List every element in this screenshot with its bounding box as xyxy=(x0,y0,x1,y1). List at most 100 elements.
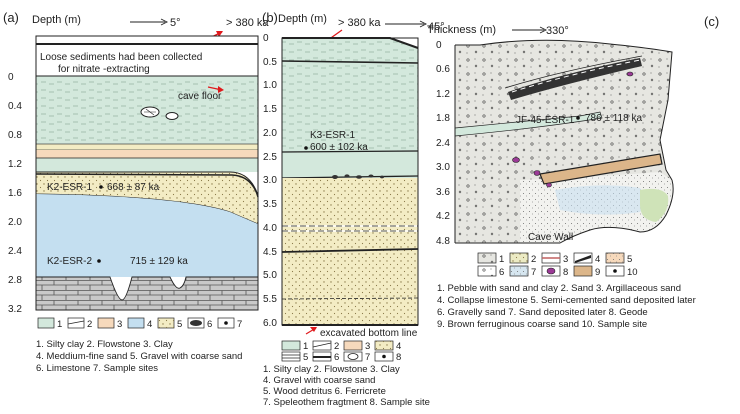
panel-a: (a) Depth (m) 5° > 380 ka Loose sediment… xyxy=(3,10,269,374)
b-tick-0: 0 xyxy=(263,33,269,44)
panel-c-legend: 1 2 3 4 5 6 7 8 9 10 xyxy=(477,252,638,278)
svg-text:6: 6 xyxy=(207,319,212,330)
panel-b: (b) Depth (m) > 380 ka 45° xyxy=(262,10,445,408)
a-tick-0.4: 0.4 xyxy=(8,101,22,112)
panel-a-age-top: > 380 ka xyxy=(226,17,269,29)
panel-b-caption-1: 1. Silty clay 2. Flowstone 3. Clay xyxy=(263,364,400,375)
excavated-bottom-line-label: excavated bottom line xyxy=(320,328,418,339)
svg-text:1: 1 xyxy=(499,254,504,265)
svg-text:5: 5 xyxy=(627,254,632,265)
a-tick-0: 0 xyxy=(8,72,14,83)
panel-c-outline xyxy=(455,39,673,181)
panel-a-caption-1: 1. Silty clay 2. Flowstone 3. Clay xyxy=(36,339,173,350)
panel-c-thickness-title: Thickness (m) xyxy=(427,24,496,36)
geode-3 xyxy=(626,71,634,77)
panel-c-thickness-axis: 0 0.6 1.2 1.8 2.4 3.0 3.6 4.2 4.8 xyxy=(436,40,450,247)
panel-a-clay-band xyxy=(36,150,258,158)
b-tick-6.0: 6.0 xyxy=(263,318,277,329)
svg-text:3: 3 xyxy=(365,341,370,352)
b-tick-3.0: 3.0 xyxy=(263,175,277,186)
svg-text:7: 7 xyxy=(531,267,536,278)
svg-text:4: 4 xyxy=(147,319,152,330)
b-tick-2.0: 2.0 xyxy=(263,128,277,139)
b-tick-1.0: 1.0 xyxy=(263,80,277,91)
panel-b-age-top: > 380 ka xyxy=(338,17,381,29)
c-tick-1.8: 1.8 xyxy=(436,113,450,124)
svg-text:9: 9 xyxy=(595,267,600,278)
svg-text:6: 6 xyxy=(499,267,504,278)
panel-c: Thickness (m) 330° (c) JF-45-ESR xyxy=(427,14,719,330)
a-tick-0.8: 0.8 xyxy=(8,130,22,141)
panel-a-note-box xyxy=(35,35,259,77)
panel-b-depth-title: Depth (m) xyxy=(278,13,327,25)
sample-k2-esr-2: K2-ESR-2 xyxy=(47,256,92,267)
svg-text:4: 4 xyxy=(595,254,600,265)
age-jf-45-esr-1: 786 ± 118 ka xyxy=(585,113,642,124)
sample-k2-esr-1-dot xyxy=(99,185,103,189)
panel-b-caption-2: 4. Gravel with coarse sand xyxy=(263,375,375,386)
panel-c-caption-3: 6. Gravelly sand 7. Sand deposited later… xyxy=(437,307,648,318)
svg-text:2: 2 xyxy=(531,254,536,265)
c-tick-3.0: 3.0 xyxy=(436,162,450,173)
b-tick-4.5: 4.5 xyxy=(263,247,277,258)
svg-text:4: 4 xyxy=(396,341,401,352)
b-tick-0.5: 0.5 xyxy=(263,57,277,68)
panel-b-caption-3: 5. Wood detritus 6. Ferricrete xyxy=(263,386,386,397)
panel-a-caption-3: 6. Limestone 7. Sample sites xyxy=(36,363,158,374)
panel-a-depth-title: Depth (m) xyxy=(32,14,81,26)
c-tick-4.8: 4.8 xyxy=(436,236,450,247)
c-tick-1.2: 1.2 xyxy=(436,89,450,100)
c-tick-0.6: 0.6 xyxy=(436,64,450,75)
svg-text:7: 7 xyxy=(237,319,242,330)
panel-a-label: (a) xyxy=(3,10,19,25)
a-tick-1.6: 1.6 xyxy=(8,188,22,199)
panel-c-orientation: 330° xyxy=(546,25,569,37)
panel-c-caption-1: 1. Pebble with sand and clay 2. Sand 3. … xyxy=(437,283,681,294)
panel-b-orientation: 45° xyxy=(428,21,445,33)
b-tick-4.0: 4.0 xyxy=(263,223,277,234)
b-tick-2.5: 2.5 xyxy=(263,152,277,163)
age-k3-esr-1: 600 ± 102 ka xyxy=(310,142,368,153)
b-tick-5.0: 5.0 xyxy=(263,270,277,281)
svg-text:10: 10 xyxy=(627,267,638,278)
panel-a-orientation-arrow xyxy=(130,18,169,26)
c-tick-4.2: 4.2 xyxy=(436,211,450,222)
panel-b-caption-4: 7. Speleothem fragtment 8. Sample site xyxy=(263,397,430,408)
panel-c-caption-2: 4. Collapse limestone 5. Semi-cemented s… xyxy=(437,295,696,306)
sample-k3-esr-1: K3-ESR-1 xyxy=(310,130,355,141)
panel-c-brown-ferruginous-sand xyxy=(539,153,663,185)
c-tick-3.6: 3.6 xyxy=(436,187,450,198)
panel-a-legend: 1 2 3 4 5 6 7 xyxy=(37,317,242,330)
svg-text:1: 1 xyxy=(303,341,308,352)
svg-text:6: 6 xyxy=(334,352,339,363)
sample-k3-esr-1-dot xyxy=(304,146,308,150)
sample-jf-45-esr-1: JF-45-ESR-1 xyxy=(516,115,575,126)
panel-b-label: (b) xyxy=(262,10,278,25)
panel-c-gravelly-sand xyxy=(640,188,669,222)
age-k2-esr-1: 668 ± 87 ka xyxy=(107,182,160,193)
panel-c-semi-cemented-sand xyxy=(555,185,645,215)
panel-c-argillaceous-sand xyxy=(454,111,603,137)
svg-text:2: 2 xyxy=(334,341,339,352)
panel-a-silty-clay-mid xyxy=(36,158,258,172)
panel-b-depth-axis: 0 0.5 1.0 1.5 2.0 2.5 3.0 3.5 4.0 4.5 5.… xyxy=(263,33,277,329)
panel-b-ferricrete xyxy=(281,248,419,253)
svg-text:2: 2 xyxy=(87,319,92,330)
panel-b-orientation-arrow xyxy=(385,20,428,28)
svg-text:5: 5 xyxy=(177,319,182,330)
svg-text:1: 1 xyxy=(57,319,62,330)
panel-c-label: (c) xyxy=(704,14,719,29)
sample-k2-esr-2-dot xyxy=(97,259,101,263)
a-tick-2.4: 2.4 xyxy=(8,246,22,257)
geode-1 xyxy=(512,157,520,163)
panel-b-legend: 1 2 3 4 5 6 7 8 xyxy=(281,340,401,363)
svg-text:8: 8 xyxy=(563,267,568,278)
age-k2-esr-2: 715 ± 129 ka xyxy=(130,256,188,267)
svg-text:5: 5 xyxy=(303,352,308,363)
panel-a-gravel-band xyxy=(35,143,259,151)
svg-text:8: 8 xyxy=(396,352,401,363)
panel-a-caption-2: 4. Meddium-fine sand 5. Gravel with coar… xyxy=(36,351,242,362)
c-tick-0: 0 xyxy=(436,40,442,51)
b-tick-5.5: 5.5 xyxy=(263,294,277,305)
